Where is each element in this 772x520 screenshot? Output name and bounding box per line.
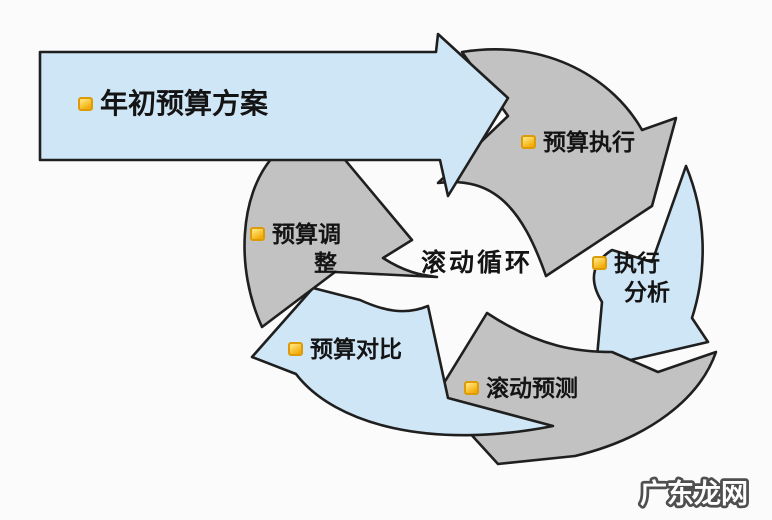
- watermark: 广东龙网: [640, 478, 748, 509]
- cycle-arrow-budget-comparison: [250, 286, 555, 437]
- step-label-line2: 分析: [624, 279, 670, 305]
- step-label-execution-analysis: 执行 分析: [592, 249, 670, 307]
- step-label-budget-execution: 预算执行: [521, 128, 635, 157]
- square-bullet-icon: [592, 256, 607, 270]
- step-label-budget-comparison: 预算对比: [288, 335, 402, 364]
- step-label-text: 滚动预测: [486, 375, 578, 401]
- square-bullet-icon: [78, 97, 93, 111]
- step-label-rolling-forecast: 滚动预测: [464, 374, 578, 403]
- square-bullet-icon: [250, 227, 265, 241]
- step-label-budget-adjustment: 预算调 整: [250, 220, 341, 278]
- step-label-text: 预算执行: [543, 129, 635, 155]
- step-label-text: 预算对比: [310, 336, 402, 362]
- step-label-lines: 预算调 整: [272, 220, 341, 278]
- square-bullet-icon: [464, 381, 479, 395]
- entry-arrow-label: 年初预算方案: [78, 87, 268, 121]
- step-label-line2: 整: [314, 250, 337, 276]
- step-label-line1: 执行: [614, 250, 660, 276]
- entry-arrow-label-text: 年初预算方案: [100, 88, 269, 119]
- entry-arrow-shape: [38, 32, 510, 198]
- center-cycle-label: 滚动循环: [421, 249, 534, 277]
- cycle-arrow-budget-execution: [436, 47, 678, 278]
- square-bullet-icon: [288, 342, 303, 356]
- step-label-lines: 执行 分析: [614, 249, 670, 307]
- step-label-line1: 预算调: [272, 221, 341, 247]
- square-bullet-icon: [521, 135, 536, 149]
